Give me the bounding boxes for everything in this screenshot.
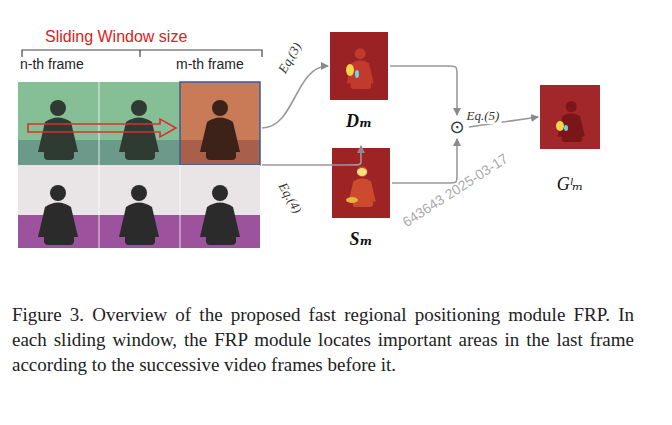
- frame-divider: [99, 82, 100, 248]
- frame-person: [38, 185, 78, 245]
- operator-symbol: ⊙: [449, 118, 464, 136]
- frame-strip-node: Sliding Window sizen-th framem-th frame: [18, 82, 260, 248]
- frame-person: [38, 100, 78, 160]
- heatmap-spot: [346, 64, 354, 76]
- frame-tinted-orange: [180, 82, 260, 165]
- frame-divider: [180, 165, 181, 248]
- heatmap-figure: [347, 48, 374, 89]
- slide-arrow: [28, 119, 176, 137]
- heatmap-spot: [564, 125, 568, 131]
- heatmap-node: Gˡₘ: [540, 85, 600, 149]
- window-bracket: [22, 50, 262, 57]
- frame-person: [119, 185, 159, 245]
- heatmap-spot: [357, 168, 367, 176]
- heatmap-node: Sₘ: [332, 148, 390, 218]
- watermark: 643643 2025-03-17: [399, 150, 510, 230]
- frame-person: [200, 100, 240, 160]
- frame-label: m-th frame: [176, 56, 244, 72]
- heatmap-node: Dₘ: [330, 32, 388, 100]
- heatmap-d: [330, 32, 388, 100]
- last-frame-outline: [180, 82, 260, 165]
- equation-label: Eq.(4): [274, 178, 306, 218]
- heatmap-spot: [346, 197, 358, 203]
- map-label: Gˡₘ: [557, 173, 584, 195]
- heatmap-ground: [330, 32, 388, 100]
- figure-caption: Figure 3. Overview of the proposed fast …: [12, 302, 634, 377]
- flow-connector: [262, 146, 361, 165]
- equation-label: Eq.(5): [465, 108, 502, 124]
- flow-connector: [262, 66, 328, 128]
- heatmap-ground: [540, 85, 600, 149]
- map-label: Dₘ: [346, 110, 372, 132]
- frame-person: [119, 100, 159, 160]
- heatmap-g: [540, 85, 600, 149]
- window-heading: Sliding Window size: [45, 28, 187, 46]
- frame-label: n-th frame: [20, 56, 84, 72]
- heatmap-spot: [355, 70, 359, 78]
- equation-label: Eq.(3): [274, 38, 306, 78]
- flow-connector: [392, 139, 457, 183]
- frame-person: [200, 185, 240, 245]
- map-label: Sₘ: [349, 228, 372, 250]
- frame-strip: [18, 82, 260, 248]
- heatmap-spot: [556, 121, 564, 131]
- flow-connector: [390, 66, 457, 115]
